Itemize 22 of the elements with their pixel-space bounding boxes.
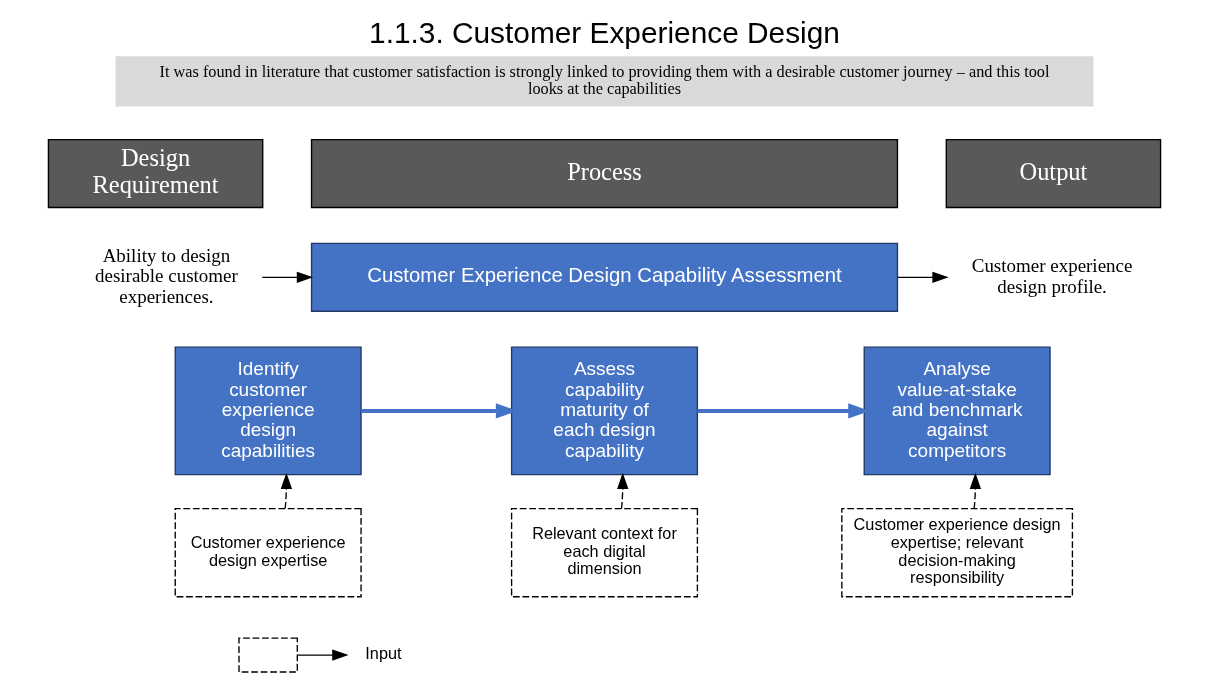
node-box <box>237 637 298 673</box>
node-box: Process <box>310 139 898 209</box>
node-box: Customer experience design expertise; relevant decision-making responsibility <box>840 507 1073 598</box>
node-box: Identify customer experience design capabilities <box>174 346 362 476</box>
node-text: Input <box>364 644 402 663</box>
arrow <box>280 472 292 510</box>
arrow <box>261 271 313 284</box>
node-box: Assess capability maturity of each design capability <box>510 346 698 476</box>
node-box: Customer Experience Design Capability Assessment <box>310 242 898 312</box>
node-text: Ability to design desirable customer experiences. <box>94 245 238 307</box>
node-box: Relevant context for each digital dimension <box>510 507 698 598</box>
node-text: Customer experience design profile. <box>971 255 1132 297</box>
arrow <box>296 649 349 661</box>
node-box: Analyse value-at-stake and benchmark against competitors <box>863 346 1051 476</box>
arrow <box>616 472 628 510</box>
arrow <box>969 472 981 510</box>
node-box: Output <box>945 139 1161 209</box>
arrow <box>896 271 949 284</box>
node-box: Customer experience design expertise <box>174 507 362 598</box>
diagram-title: 1.1.3. Customer Experience Design <box>368 15 840 49</box>
node-box: Design Requirement <box>47 139 263 209</box>
label: It was found in literature that customer satisfaction is strongly linked to providing them with a desirable customer journey – and this tool looks at the capabilities <box>159 62 1049 99</box>
